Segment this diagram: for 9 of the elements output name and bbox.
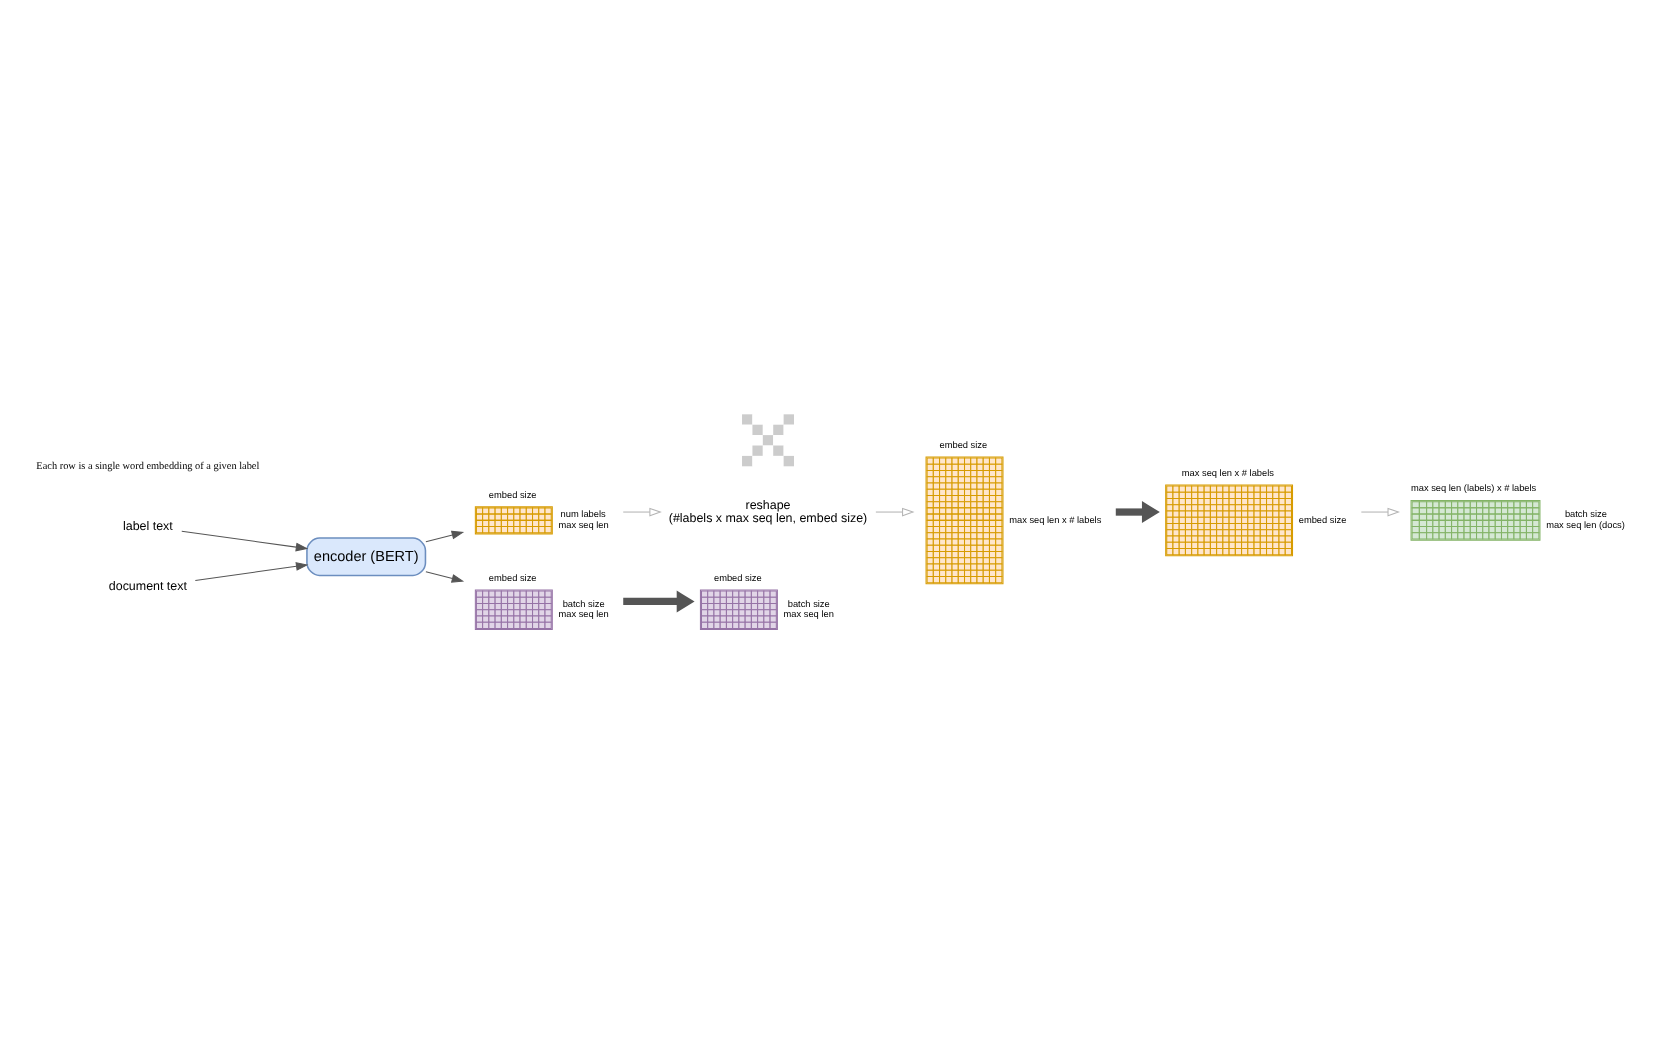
- arrow: [622, 506, 662, 516]
- arrow: [194, 561, 309, 580]
- arrow: [1360, 506, 1400, 516]
- arrow: [623, 589, 695, 612]
- arrow: [425, 529, 465, 542]
- arrow: [425, 570, 465, 582]
- arrow: [181, 529, 309, 551]
- arrow: [875, 506, 915, 516]
- arrow: [1115, 500, 1160, 522]
